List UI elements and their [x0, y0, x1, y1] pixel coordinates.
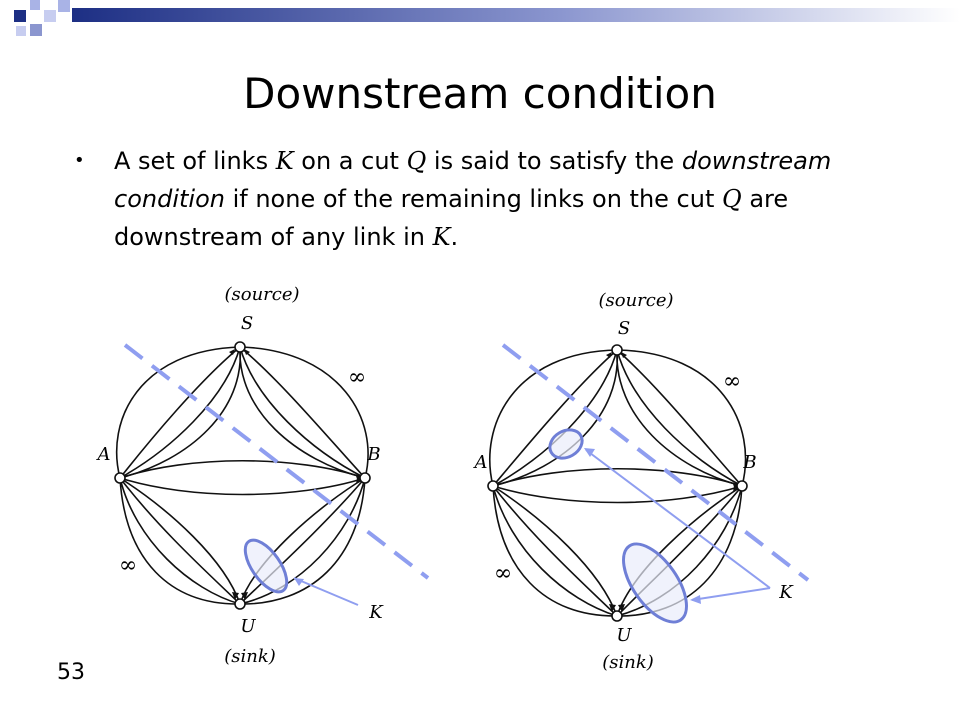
math-var-q: Q — [406, 147, 427, 175]
deco-square — [44, 10, 56, 22]
k-pointer-right-upper — [585, 449, 771, 589]
edge — [239, 477, 366, 605]
source-caption: (source) — [598, 290, 673, 311]
math-var-k: K — [432, 223, 451, 251]
edge — [492, 349, 618, 487]
diagram-right — [487, 344, 748, 622]
edge — [239, 477, 366, 605]
edge — [492, 349, 618, 487]
edge — [119, 459, 366, 479]
edge — [616, 349, 743, 487]
edge — [239, 346, 366, 479]
bullet-item: • A set of links K on a cut Q is said to… — [74, 142, 894, 256]
bullet-marker: • — [74, 150, 85, 171]
defined-term: downstream condition — [114, 147, 832, 213]
node-a — [487, 480, 499, 492]
edge — [239, 477, 366, 605]
k-label-left: K — [368, 602, 384, 623]
node-b-label: B — [742, 452, 756, 473]
edge — [492, 485, 743, 504]
math-var-q: Q — [722, 185, 742, 213]
edge — [616, 349, 747, 487]
node-b-label: B — [366, 444, 380, 465]
sink-caption: (sink) — [602, 652, 654, 673]
node-u — [611, 610, 623, 622]
cut-line-right — [501, 343, 810, 582]
edge — [492, 349, 618, 487]
k-highlight-left — [243, 538, 289, 594]
edge — [119, 477, 241, 605]
deco-square — [30, 0, 40, 10]
edge — [239, 477, 366, 605]
node-a — [114, 472, 126, 484]
k-pointer-left — [293, 577, 359, 606]
edge — [492, 485, 618, 617]
edge — [115, 346, 241, 479]
edge — [616, 349, 743, 487]
k-highlight-right-upper — [548, 428, 584, 460]
edge — [239, 346, 369, 479]
edge — [616, 485, 743, 617]
gradient-bar — [72, 8, 960, 22]
edge — [119, 346, 241, 479]
node-u — [234, 598, 246, 610]
infinity-label: ∞ — [723, 369, 741, 394]
math-var-k: K — [275, 147, 294, 175]
node-s — [611, 344, 623, 356]
edge — [492, 485, 618, 617]
deco-square — [16, 26, 26, 36]
deco-square — [14, 10, 26, 22]
header-decoration — [14, 0, 960, 36]
page-number: 53 — [57, 660, 85, 685]
source-node-label: S — [241, 313, 253, 334]
cut-line-left — [123, 343, 430, 580]
network-diagrams: (source) S A B ∞ ∞ U (sink) K — [96, 284, 810, 673]
infinity-label: ∞ — [119, 553, 137, 578]
node-b — [359, 472, 371, 484]
edge — [616, 485, 743, 617]
edge — [119, 477, 366, 496]
edge — [492, 468, 743, 487]
edge — [616, 485, 743, 617]
edge — [616, 349, 743, 487]
edge — [119, 477, 241, 605]
source-caption: (source) — [224, 284, 299, 305]
edge — [492, 485, 618, 617]
node-b — [736, 480, 748, 492]
edge — [239, 346, 366, 479]
source-node-label: S — [618, 318, 630, 339]
infinity-label: ∞ — [348, 365, 366, 390]
node-a-label: A — [473, 452, 488, 473]
k-highlight-right-lower — [622, 542, 688, 624]
edge — [119, 346, 242, 479]
k-label-right: K — [778, 582, 794, 603]
sink-node-label: U — [616, 625, 632, 646]
sink-caption: (sink) — [224, 646, 276, 667]
node-a-label: A — [96, 444, 111, 465]
deco-square — [30, 24, 42, 36]
infinity-label: ∞ — [494, 561, 512, 586]
edge — [119, 477, 241, 605]
edge — [492, 485, 618, 617]
deco-square — [58, 0, 70, 12]
k-pointer-right-lower — [691, 587, 771, 601]
edge — [616, 485, 743, 617]
sink-node-label: U — [240, 616, 256, 637]
node-s — [234, 341, 246, 353]
bullet-text: A set of links K on a cut Q is said to s… — [114, 147, 832, 251]
edge — [489, 349, 618, 487]
edge — [119, 346, 241, 479]
diagram-left — [114, 341, 371, 610]
slide-title: Downstream condition — [243, 69, 717, 118]
edge — [239, 346, 366, 479]
edge — [119, 477, 241, 605]
